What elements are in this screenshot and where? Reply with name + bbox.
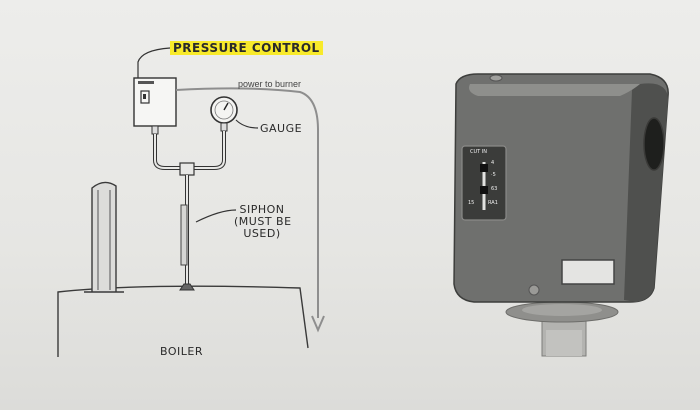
dial-header: CUT IN — [470, 149, 488, 155]
pressure-control-label: PRESSURE CONTROL — [170, 41, 323, 55]
siphon-label-line-2: (MUST BE — [234, 215, 292, 228]
siphon-label-line-3: USED) — [243, 227, 281, 240]
dial-mark-4: 15 — [468, 200, 475, 206]
dial-mark-5: RA1 — [488, 200, 498, 206]
pressure-control-box — [133, 77, 177, 127]
stack-pipe — [91, 181, 117, 292]
arrow-down-icon — [311, 315, 325, 333]
label-plate — [561, 259, 615, 285]
boiler-outline — [57, 285, 309, 357]
power-to-burner-line — [175, 87, 319, 318]
boiler-label: BOILER — [160, 345, 203, 358]
power-to-burner-label: power to burner — [238, 79, 302, 89]
knockout-hole — [643, 117, 665, 171]
siphon-label-line-1: SIPHON — [239, 203, 285, 216]
gauge-label: GAUGE — [260, 122, 303, 135]
dial-mark-2: ·5 — [491, 172, 496, 178]
dial-mark-1: 4 — [491, 160, 495, 166]
siphon-label: SIPHON (MUST BE USED) — [234, 203, 292, 240]
dial-mark-3: 63 — [491, 186, 498, 192]
